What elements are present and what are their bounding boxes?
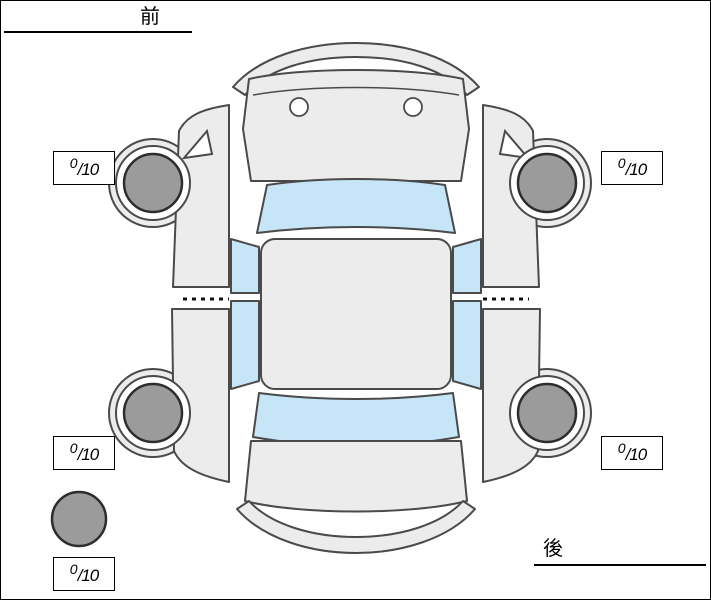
front-label: 前: [140, 6, 160, 28]
rear-underline: [534, 564, 706, 566]
tire-front-left: [122, 152, 184, 214]
trunk: [244, 440, 468, 513]
rear-window: [252, 392, 460, 447]
hood-detail-right: [403, 97, 423, 117]
door-panel-rear-left: [171, 308, 230, 483]
tire-score-value-rear-left: 0: [69, 440, 78, 456]
tire-rear-right: [516, 382, 578, 444]
front-underline: [4, 31, 192, 33]
windshield: [256, 178, 456, 234]
window-rear-right: [452, 300, 482, 390]
tire-score-max-front-right: /10: [625, 160, 648, 179]
tire-score-value-front-left: 0: [69, 155, 78, 171]
tire-score-box-front-left: 0 /10: [53, 151, 115, 185]
front-bumper: [232, 42, 480, 96]
window-front-right: [452, 238, 482, 294]
side-mirror-left: [181, 128, 214, 160]
hood-detail-left: [289, 97, 309, 117]
tire-score-box-spare: 0 /10: [53, 557, 115, 591]
tire-score-max-front-left: /10: [77, 160, 100, 179]
tire-score-box-front-right: 0 /10: [601, 151, 663, 185]
door-panel-front-left: [172, 104, 230, 288]
cowl-line: [252, 86, 460, 96]
tire-score-max-rear-right: /10: [625, 445, 648, 464]
roof: [260, 238, 452, 390]
hood: [242, 69, 470, 182]
window-rear-left: [230, 300, 260, 390]
door-panel-front-right: [482, 104, 540, 288]
tire-score-max-spare: /10: [77, 566, 100, 585]
tire-score-box-rear-left: 0 /10: [53, 436, 115, 470]
tire-front-right: [516, 152, 578, 214]
rear-bumper: [236, 500, 476, 554]
tire-score-box-rear-right: 0 /10: [601, 436, 663, 470]
tire-score-value-rear-right: 0: [617, 440, 626, 456]
tire-score-value-front-right: 0: [617, 155, 626, 171]
window-front-left: [230, 238, 260, 294]
tire-spare: [50, 490, 108, 548]
tire-score-value-spare: 0: [69, 561, 78, 577]
side-mirror-right: [498, 128, 531, 160]
rear-label: 後: [543, 538, 563, 560]
tire-rear-left: [122, 382, 184, 444]
tire-score-max-rear-left: /10: [77, 445, 100, 464]
